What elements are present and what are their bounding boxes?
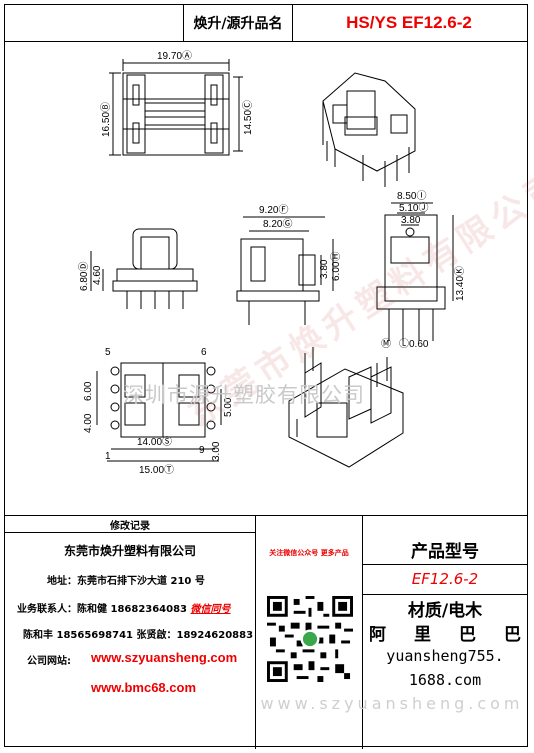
divider bbox=[362, 516, 363, 749]
revision-record-label: 修改记录 bbox=[5, 516, 255, 533]
shop-url-line-2: 1688.com bbox=[408, 671, 482, 689]
company-name: 东莞市焕升塑料有限公司 bbox=[63, 544, 196, 558]
pin-1-label: 1 bbox=[105, 451, 111, 462]
front-view bbox=[90, 228, 198, 309]
website-link-2[interactable]: www.bmc68.com bbox=[91, 680, 196, 695]
contact-line-2: 陈和丰 18565698741 张贤啟：18924620883 bbox=[23, 630, 254, 641]
follow-text: 关注微信公众号 更多产品 bbox=[269, 549, 349, 557]
alibaba-char: 巴 bbox=[459, 625, 476, 645]
pin-5-label: 5 bbox=[105, 347, 111, 358]
dim-side-h1: 3.80 bbox=[319, 259, 330, 279]
dim-front-h1: 6.80Ⓓ bbox=[78, 262, 90, 291]
contact-line-1: 业务联系人：陈和健 18682364083 微信同号 bbox=[17, 600, 231, 615]
drawing-sheet: 焕升/源升品名 HS/YS EF12.6-2 bbox=[4, 4, 534, 749]
side-view bbox=[236, 216, 334, 325]
dim-pin-label: Ⓜ bbox=[381, 338, 391, 350]
product-model-value: EF12.6-2 bbox=[363, 564, 527, 595]
product-model-title: 产品型号 bbox=[363, 534, 527, 565]
dim-front-h2: 4.60 bbox=[92, 265, 103, 285]
pin-9-label: 9 bbox=[199, 445, 205, 456]
company-address: 地址：东莞市石排下沙大道 210 号 bbox=[47, 576, 205, 587]
dim-end-w2: 5.10Ⓙ bbox=[399, 202, 428, 214]
dim-bot-h3: 5.00 bbox=[223, 397, 234, 417]
drawing-svg: 19.70Ⓐ 16.50Ⓑ 14.50Ⓒ bbox=[78, 50, 466, 476]
isometric-view-bottom bbox=[288, 347, 404, 468]
website-link-1[interactable]: www.szyuansheng.com bbox=[91, 650, 238, 665]
dim-top-height-left: 16.50Ⓑ bbox=[100, 102, 112, 137]
alibaba-label: 阿 里 巴 巴 bbox=[369, 620, 521, 645]
wechat-tag: 微信同号 bbox=[190, 604, 231, 615]
isometric-view-top bbox=[322, 72, 416, 187]
dim-top-height-right: 14.50Ⓒ bbox=[242, 100, 254, 135]
website-label: 公司网站: bbox=[27, 656, 71, 667]
shop-url-line-1: yuansheng755. bbox=[386, 647, 504, 665]
bottom-view bbox=[96, 362, 222, 462]
dim-bot-h4: 3.00 bbox=[211, 441, 222, 461]
product-name-label: 焕升/源升品名 bbox=[183, 5, 293, 41]
top-view bbox=[109, 59, 243, 156]
qr-code[interactable] bbox=[267, 596, 353, 682]
end-view bbox=[376, 202, 454, 341]
title-block: 修改记录 东莞市焕升塑料有限公司 地址：东莞市石排下沙大道 210 号 业务联系… bbox=[5, 515, 527, 749]
alibaba-char: 巴 bbox=[504, 625, 521, 645]
alibaba-char: 阿 bbox=[369, 625, 386, 645]
dim-side-h2: 6.00Ⓗ bbox=[330, 252, 342, 281]
divider bbox=[255, 516, 256, 749]
alibaba-char: 里 bbox=[414, 625, 431, 645]
product-name-value: HS/YS EF12.6-2 bbox=[346, 13, 472, 32]
dim-pin-dia: Ⓛ0.60 bbox=[399, 338, 429, 350]
dim-bot-h1: 4.00 bbox=[83, 413, 94, 433]
technical-drawing: 19.70Ⓐ 16.50Ⓑ 14.50Ⓒ bbox=[5, 41, 534, 515]
center-watermark: 深圳市源升塑胶有限公司 bbox=[123, 383, 365, 407]
dim-bot-w2: 15.00Ⓣ bbox=[139, 464, 174, 476]
dim-top-width: 19.70Ⓐ bbox=[157, 50, 192, 62]
dim-bot-h2: 6.00 bbox=[83, 381, 94, 401]
dim-end-w3: 3.80 bbox=[401, 215, 421, 226]
title-bar: 焕升/源升品名 HS/YS EF12.6-2 bbox=[5, 5, 527, 42]
dim-side-w2: 8.20Ⓖ bbox=[263, 218, 292, 230]
dim-side-w1: 9.20Ⓕ bbox=[259, 204, 288, 216]
dim-end-w1: 8.50Ⓘ bbox=[397, 190, 426, 202]
material-label: 材质/电木 bbox=[407, 601, 483, 621]
pin-6-label: 6 bbox=[201, 347, 207, 358]
contact-1: 业务联系人：陈和健 18682364083 bbox=[17, 604, 188, 615]
shop-url[interactable]: yuansheng755. 1688.com bbox=[363, 644, 527, 692]
dim-bot-w1: 14.00Ⓢ bbox=[137, 436, 172, 448]
url-watermark: www.szyuansheng.com bbox=[260, 694, 524, 713]
dim-end-h: 13.40Ⓚ bbox=[454, 266, 466, 301]
